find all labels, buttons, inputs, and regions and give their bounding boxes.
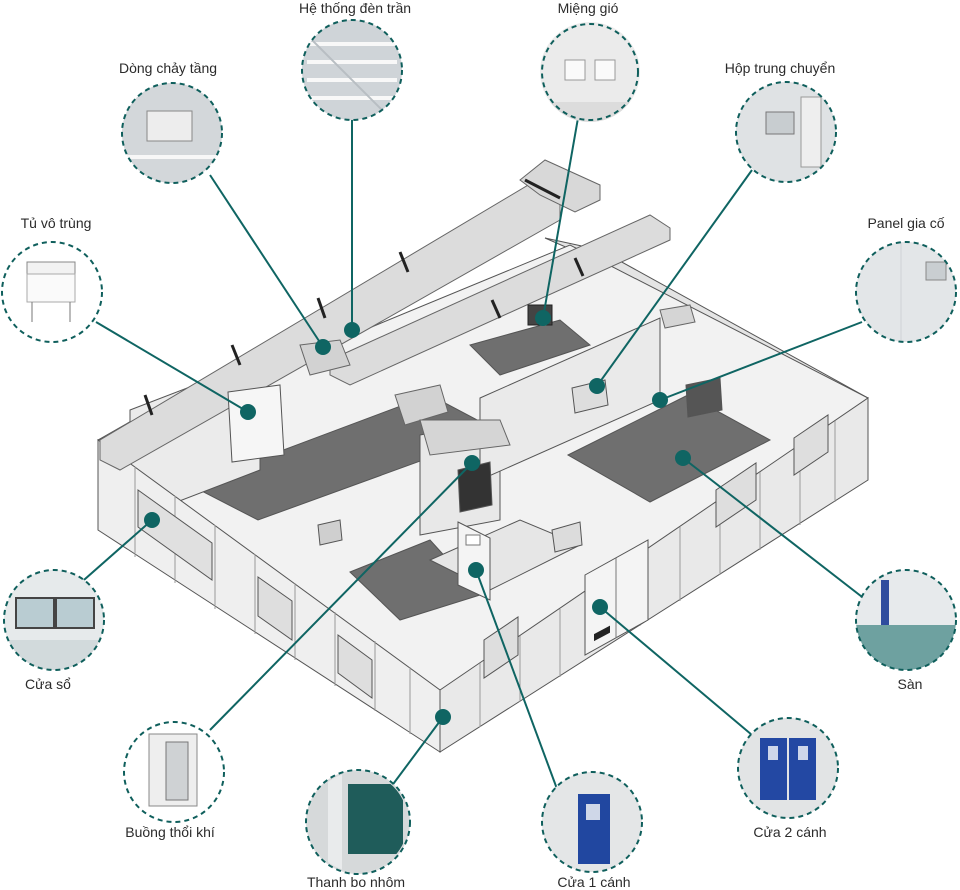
- marker-pass-box: [589, 378, 605, 394]
- photo-double-door: [737, 717, 839, 819]
- photo-air-shower: [123, 721, 225, 823]
- photo-single-door: [541, 771, 643, 873]
- front-window: [137, 489, 213, 581]
- photo-pass-box: [735, 81, 837, 183]
- photo-reinforced-panel: [855, 241, 957, 343]
- photo-aluminum-trim: [305, 769, 411, 875]
- ducts: [99, 159, 696, 471]
- marker-air-vent: [535, 310, 551, 326]
- label-window: Cửa sổ: [25, 676, 71, 692]
- photo-air-vent: [540, 22, 640, 122]
- marker-aluminum-trim: [435, 709, 451, 725]
- photo-floor: [855, 569, 957, 671]
- label-reinforced-panel: Panel gia cố: [867, 215, 945, 231]
- floor-zone-3: [566, 394, 772, 503]
- markers: [144, 310, 691, 725]
- label-aluminum-trim: Thanh bo nhôm: [306, 874, 406, 890]
- label-air-shower: Buồng thổi khí: [125, 824, 215, 840]
- photo-window: [3, 569, 105, 671]
- label-sterile-cabinet: Tủ vô trùng: [20, 215, 92, 231]
- label-ceiling-lights: Hệ thống đèn trần: [298, 0, 412, 16]
- marker-reinforced-panel: [652, 392, 668, 408]
- label-floor: Sàn: [897, 676, 923, 692]
- marker-window: [144, 512, 160, 528]
- front-window-5: [715, 462, 757, 528]
- front-window-4: [483, 616, 519, 679]
- floor-zone-4: [469, 319, 592, 376]
- marker-ceiling-lights: [344, 322, 360, 338]
- label-laminar-flow: Dòng chảy tầng: [118, 60, 218, 76]
- marker-floor: [675, 450, 691, 466]
- front-window-2: [257, 576, 293, 641]
- front-window-3: [337, 634, 373, 699]
- marker-laminar-flow: [315, 339, 331, 355]
- sterile-cabinet-shape: [227, 384, 285, 463]
- building: [97, 159, 869, 753]
- photo-ceiling-lights: [301, 19, 403, 121]
- label-double-door: Cửa 2 cánh: [753, 824, 827, 840]
- photo-laminar-flow: [121, 82, 223, 184]
- marker-single-door: [468, 562, 484, 578]
- label-single-door: Cửa 1 cánh: [557, 874, 631, 890]
- box-small: [317, 519, 343, 546]
- leader-lines: [67, 117, 867, 798]
- photo-sterile-cabinet: [1, 241, 103, 343]
- front-window-6: [793, 414, 829, 476]
- label-pass-box: Hộp trung chuyển: [724, 60, 836, 76]
- label-air-vent: Miệng gió: [557, 0, 619, 16]
- sink-shape: [551, 521, 583, 553]
- marker-air-shower: [464, 455, 480, 471]
- marker-sterile-cabinet: [240, 404, 256, 420]
- marker-double-door: [592, 599, 608, 615]
